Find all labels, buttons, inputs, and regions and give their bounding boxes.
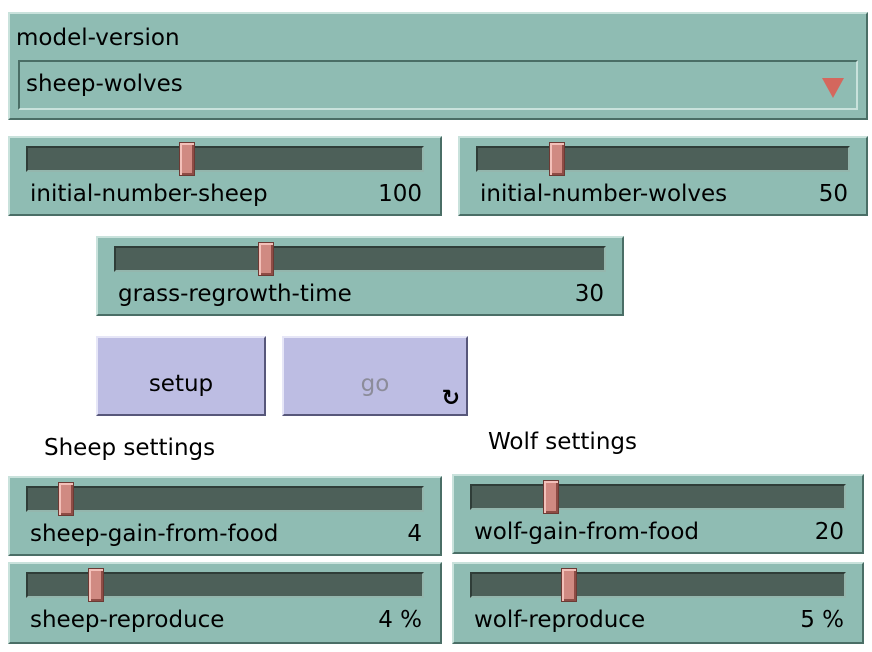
wolf-settings-note: Wolf settings (488, 429, 637, 455)
slider-thumb[interactable] (561, 568, 577, 602)
slider-label: sheep-gain-from-food (30, 521, 279, 547)
go-button[interactable]: go ↻ (282, 336, 468, 416)
slider-thumb[interactable] (58, 482, 74, 516)
sheep-settings-note: Sheep settings (44, 435, 216, 461)
slider-value: 4 % (378, 607, 422, 633)
slider-thumb[interactable] (549, 142, 565, 176)
slider-value: 5 % (800, 607, 844, 633)
chooser-value: sheep-wolves (26, 71, 183, 97)
slider-thumb[interactable] (179, 142, 195, 176)
forever-icon: ↻ (441, 386, 460, 411)
slider-label: sheep-reproduce (30, 607, 225, 633)
slider-value: 20 (814, 519, 844, 545)
slider-track[interactable] (26, 142, 424, 176)
slider-track[interactable] (470, 568, 846, 602)
slider-thumb[interactable] (88, 568, 104, 602)
sheep-reproduce-slider[interactable]: sheep-reproduce 4 % (8, 562, 442, 644)
slider-value: 50 (818, 181, 848, 207)
chooser-label: model-version (16, 25, 180, 51)
grass-regrowth-time-slider[interactable]: grass-regrowth-time 30 (96, 236, 624, 316)
slider-track[interactable] (470, 480, 846, 514)
go-button-label: go (360, 371, 390, 397)
chooser-dropdown[interactable]: sheep-wolves (18, 60, 858, 110)
slider-track[interactable] (26, 482, 424, 516)
wolf-gain-from-food-slider[interactable]: wolf-gain-from-food 20 (452, 474, 864, 554)
slider-track[interactable] (114, 242, 606, 276)
model-version-chooser[interactable]: model-version sheep-wolves (8, 12, 868, 120)
slider-track[interactable] (26, 568, 424, 602)
slider-track[interactable] (476, 142, 850, 176)
initial-number-sheep-slider[interactable]: initial-number-sheep 100 (8, 136, 442, 216)
slider-value: 30 (574, 281, 604, 307)
slider-label: wolf-reproduce (474, 607, 646, 633)
sheep-gain-from-food-slider[interactable]: sheep-gain-from-food 4 (8, 476, 442, 556)
slider-value: 4 (407, 521, 422, 547)
wolf-reproduce-slider[interactable]: wolf-reproduce 5 % (452, 562, 864, 644)
dropdown-arrow-icon[interactable] (822, 78, 844, 98)
slider-label: initial-number-sheep (30, 181, 268, 207)
slider-label: initial-number-wolves (480, 181, 728, 207)
slider-label: wolf-gain-from-food (474, 519, 700, 545)
setup-button-label: setup (148, 371, 214, 397)
slider-value: 100 (378, 181, 422, 207)
slider-thumb[interactable] (543, 480, 559, 514)
slider-label: grass-regrowth-time (118, 281, 352, 307)
slider-thumb[interactable] (258, 242, 274, 276)
initial-number-wolves-slider[interactable]: initial-number-wolves 50 (458, 136, 868, 216)
setup-button[interactable]: setup (96, 336, 266, 416)
